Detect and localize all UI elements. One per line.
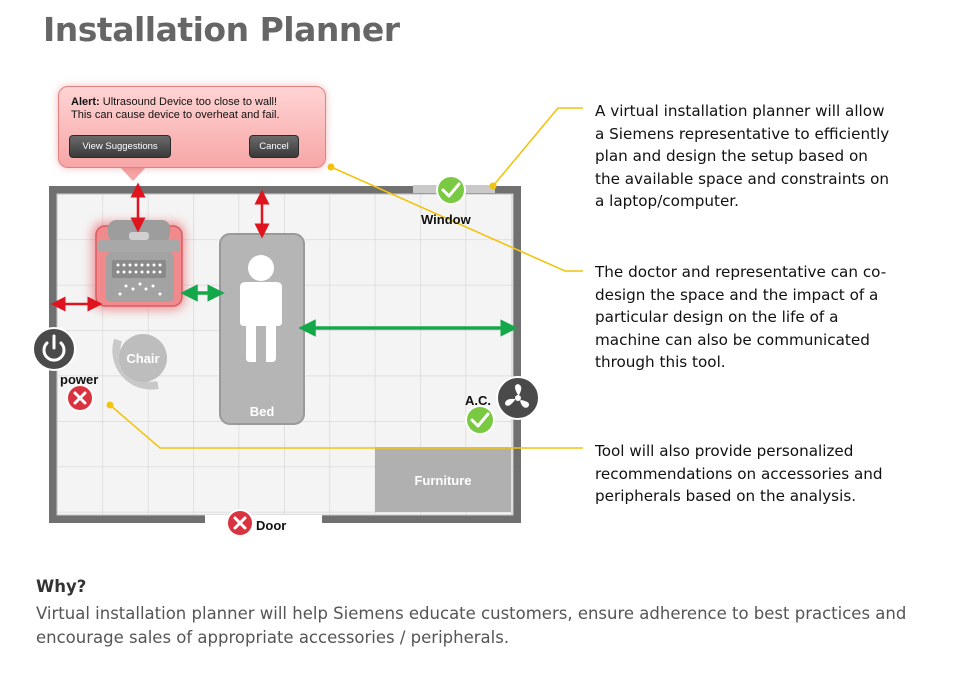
ac-check-icon (465, 405, 495, 435)
ultrasound-device[interactable] (92, 220, 185, 310)
note-recommendations: Tool will also provide personalized reco… (595, 442, 883, 506)
power-icon[interactable] (32, 327, 76, 371)
door-error-icon (226, 509, 254, 537)
keyboard-dots (116, 263, 162, 296)
door-opening[interactable] (205, 515, 322, 524)
view-suggestions-button[interactable]: View Suggestions (69, 135, 171, 158)
fan-icon[interactable] (496, 376, 540, 420)
chair[interactable] (112, 334, 167, 390)
alert-heading: Alert: (71, 96, 100, 108)
door-label: Door (256, 518, 287, 533)
chair-label: Chair (126, 351, 160, 366)
why-text: Virtual installation planner will help S… (36, 604, 907, 647)
furniture-block[interactable] (375, 447, 511, 512)
callout-dot (327, 163, 335, 171)
alert-text: Ultrasound Device too close to wall! (102, 96, 278, 108)
callout-lines (109, 107, 583, 449)
furniture-label: Furniture (414, 473, 472, 488)
power-label: power (60, 372, 99, 387)
alert-popup: Alert: Ultrasound Device too close to wa… (58, 86, 326, 168)
note-planner: A virtual installation planner will allo… (595, 102, 890, 211)
window-label: Window (421, 212, 471, 227)
note-codesign: The doctor and representative can co-des… (595, 263, 887, 372)
callout-dot (106, 401, 114, 409)
bed-label: Bed (249, 404, 275, 419)
alert-pointer (118, 165, 148, 181)
callout-dot (489, 182, 497, 190)
power-error-icon (66, 384, 94, 412)
window-check-icon (436, 175, 466, 205)
page-title: Installation Planner (43, 10, 400, 49)
patient-icon (240, 255, 282, 362)
alert-message: Alert: Ultrasound Device too close to wa… (71, 96, 321, 122)
ac-label: A.C. (465, 393, 491, 408)
why-heading: Why? (36, 577, 87, 596)
cancel-button[interactable]: Cancel (249, 135, 299, 158)
alert-detail: This can cause device to overheat and fa… (71, 109, 280, 121)
